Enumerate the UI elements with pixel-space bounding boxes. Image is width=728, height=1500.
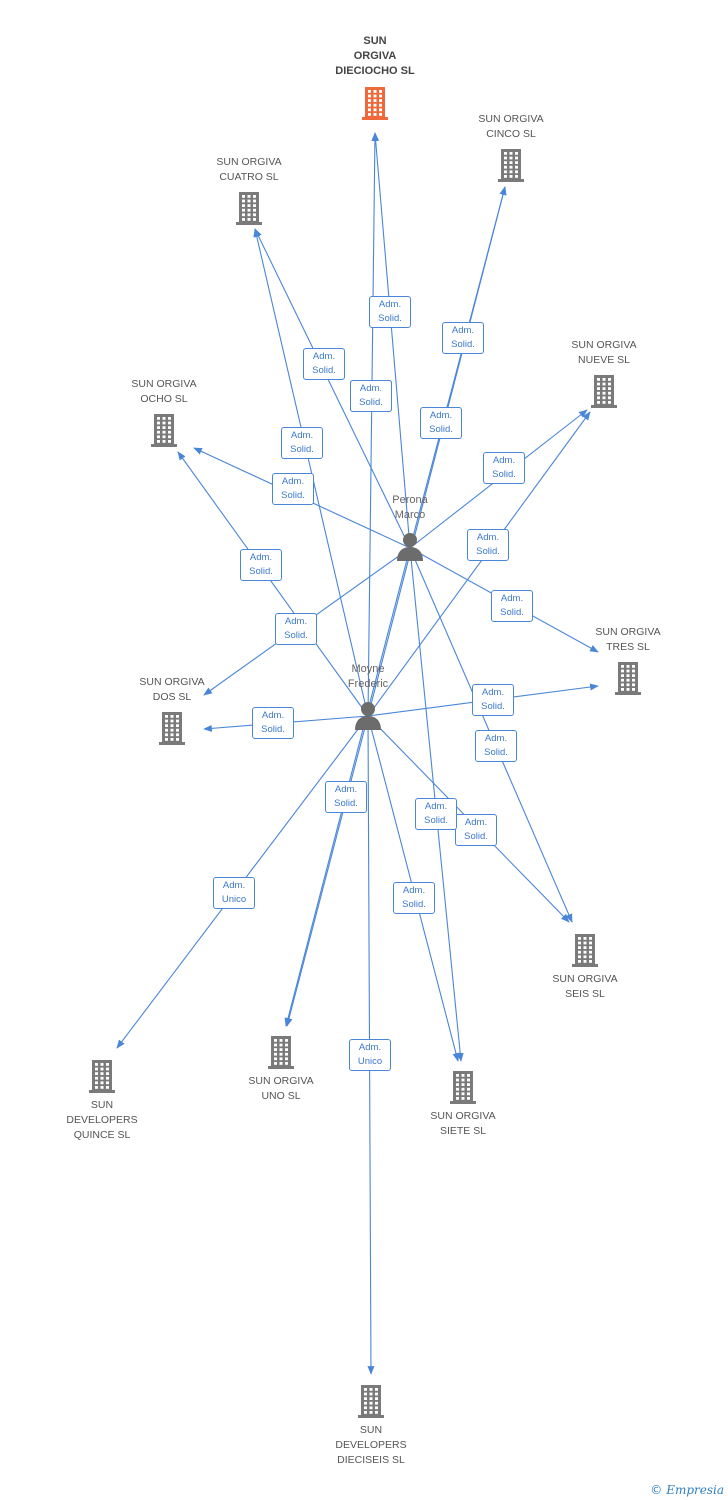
building-icon[interactable] <box>495 148 527 182</box>
company-name[interactable]: SUN ORGIVA SIETE SL <box>430 1110 496 1137</box>
building-icon[interactable] <box>447 1070 479 1104</box>
building-icon[interactable] <box>156 711 188 745</box>
relation-label-moyne-c1[interactable]: Adm. Solid. <box>325 781 367 813</box>
relation-edge-moyne-c8 <box>177 451 369 717</box>
company-name[interactable]: SUN ORGIVA CUATRO SL <box>216 156 282 183</box>
relation-label-moyne-c4[interactable]: Adm. Solid. <box>281 427 323 459</box>
person-node-perona[interactable]: Perona Marco <box>360 493 460 566</box>
relation-edge-moyne-c9 <box>367 411 591 717</box>
relation-label-perona-c8[interactable]: Adm. Solid. <box>272 473 314 505</box>
relation-edge-perona-c18 <box>372 132 411 549</box>
relation-edge-perona-c4 <box>254 228 411 549</box>
relation-label-moyne-c16[interactable]: Adm. Unico <box>349 1039 391 1071</box>
relation-label-moyne-c5[interactable]: Adm. Solid. <box>420 407 462 439</box>
copyright-icon: © <box>650 1483 663 1497</box>
relation-label-perona-c7[interactable]: Adm. Solid. <box>415 798 457 830</box>
relation-edge-moyne-c18 <box>367 132 379 717</box>
company-label-c6[interactable]: SUN ORGIVA SEIS SL <box>515 972 655 1002</box>
person-node-moyne[interactable]: Moyne Frederic <box>318 662 418 735</box>
company-name[interactable]: SUN ORGIVA DIECIOCHO SL <box>335 35 415 77</box>
relation-label-perona-c18[interactable]: Adm. Solid. <box>369 296 411 328</box>
relation-label-moyne-c15[interactable]: Adm. Unico <box>213 877 255 909</box>
brand-logo: Empresia <box>666 1483 724 1497</box>
relation-label-moyne-c7[interactable]: Adm. Solid. <box>393 882 435 914</box>
person-icon[interactable] <box>395 531 425 566</box>
person-name[interactable]: Perona Marco <box>392 494 428 521</box>
company-name[interactable]: SUN ORGIVA UNO SL <box>248 1075 314 1102</box>
company-label-c2[interactable]: SUN ORGIVA DOS SL <box>102 675 242 705</box>
company-name[interactable]: SUN ORGIVA DOS SL <box>139 676 205 703</box>
company-label-c3[interactable]: SUN ORGIVA TRES SL <box>558 625 698 655</box>
relation-label-moyne-c9[interactable]: Adm. Solid. <box>467 529 509 561</box>
relation-label-perona-c9[interactable]: Adm. Solid. <box>483 452 525 484</box>
building-icon[interactable] <box>233 191 265 225</box>
building-icon[interactable] <box>265 1035 297 1069</box>
person-name[interactable]: Moyne Frederic <box>347 663 389 690</box>
building-icon[interactable] <box>359 86 391 120</box>
building-icon[interactable] <box>588 374 620 408</box>
company-label-c5[interactable]: SUN ORGIVA CINCO SL <box>441 112 581 142</box>
company-name[interactable]: SUN DEVELOPERS QUINCE SL <box>66 1099 138 1141</box>
building-icon[interactable] <box>148 413 180 447</box>
company-label-c9[interactable]: SUN ORGIVA NUEVE SL <box>534 338 674 368</box>
company-label-c16[interactable]: SUN DEVELOPERS DIECISEIS SL <box>301 1423 441 1468</box>
relation-label-perona-c3[interactable]: Adm. Solid. <box>491 590 533 622</box>
company-label-c8[interactable]: SUN ORGIVA OCHO SL <box>94 377 234 407</box>
company-name[interactable]: SUN ORGIVA CINCO SL <box>478 113 544 140</box>
relation-label-perona-c2[interactable]: Adm. Solid. <box>275 613 317 645</box>
relation-label-moyne-c8[interactable]: Adm. Solid. <box>240 549 282 581</box>
company-name[interactable]: SUN ORGIVA OCHO SL <box>131 378 197 405</box>
relation-label-perona-c5[interactable]: Adm. Solid. <box>442 322 484 354</box>
building-icon[interactable] <box>612 661 644 695</box>
company-name[interactable]: SUN DEVELOPERS DIECISEIS SL <box>335 1424 407 1466</box>
relation-edge-moyne-c5 <box>367 186 507 717</box>
relation-label-perona-c4[interactable]: Adm. Solid. <box>303 348 345 380</box>
company-label-c15[interactable]: SUN DEVELOPERS QUINCE SL <box>32 1098 172 1143</box>
company-label-c4[interactable]: SUN ORGIVA CUATRO SL <box>179 155 319 185</box>
relation-label-moyne-c2[interactable]: Adm. Solid. <box>252 707 294 739</box>
company-name[interactable]: SUN ORGIVA NUEVE SL <box>571 339 637 366</box>
relation-label-moyne-c6[interactable]: Adm. Solid. <box>455 814 497 846</box>
brand-footer: ©Empresia <box>650 1483 724 1497</box>
building-icon[interactable] <box>355 1384 387 1418</box>
company-label-c7[interactable]: SUN ORGIVA SIETE SL <box>393 1109 533 1139</box>
relation-edge-moyne-c4 <box>253 228 369 717</box>
company-name[interactable]: SUN ORGIVA TRES SL <box>595 626 661 653</box>
building-icon[interactable] <box>86 1059 118 1093</box>
company-label-c1[interactable]: SUN ORGIVA UNO SL <box>211 1074 351 1104</box>
relation-label-perona-c1[interactable]: Adm. Solid. <box>350 380 392 412</box>
relation-edge-moyne-c1 <box>285 715 369 1027</box>
person-icon[interactable] <box>353 700 383 735</box>
relation-label-moyne-c3[interactable]: Adm. Solid. <box>472 684 514 716</box>
relation-label-perona-c6[interactable]: Adm. Solid. <box>475 730 517 762</box>
company-label-c18[interactable]: SUN ORGIVA DIECIOCHO SL <box>305 34 445 79</box>
building-icon[interactable] <box>569 933 601 967</box>
company-name[interactable]: SUN ORGIVA SEIS SL <box>552 973 618 1000</box>
